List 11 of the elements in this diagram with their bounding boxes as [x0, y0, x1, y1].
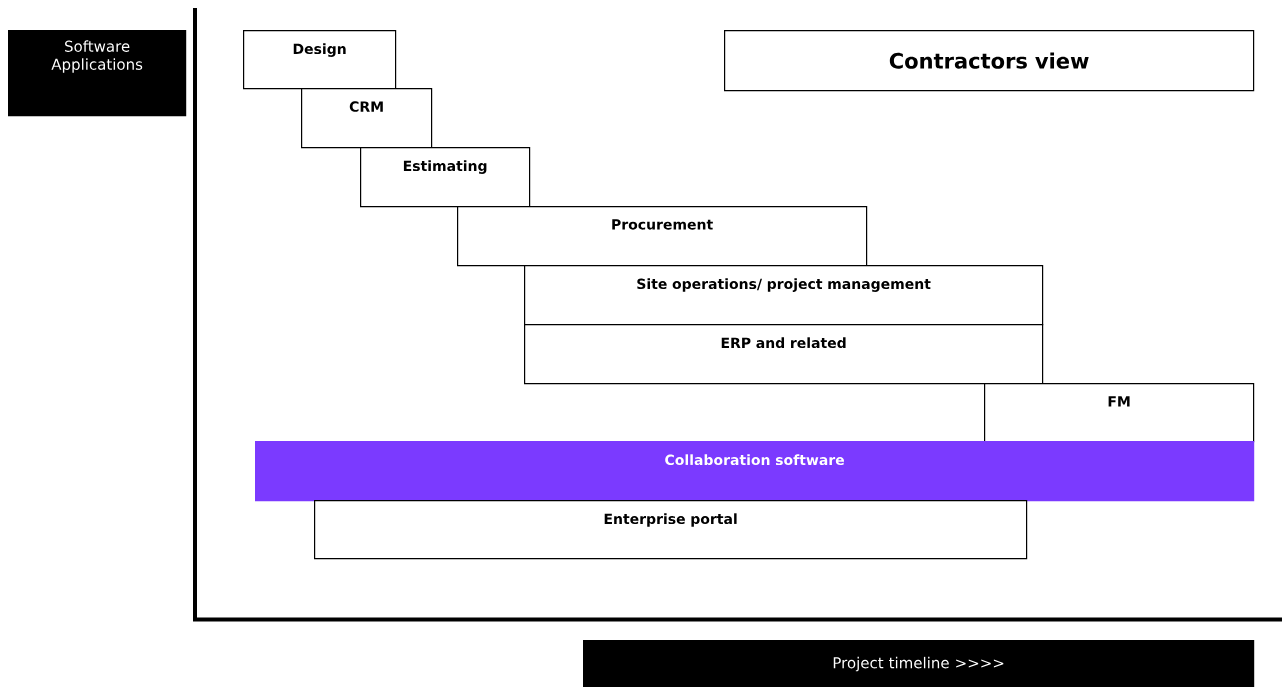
view-title-box: Contractors view: [724, 30, 1255, 92]
phase-box: Design: [243, 30, 397, 90]
phase-box: Enterprise portal: [314, 500, 1028, 560]
phase-box: ERP and related: [524, 324, 1044, 385]
axis-title-box: Project timeline >>>>: [583, 640, 1255, 687]
phase-box: Estimating: [360, 147, 531, 208]
phase-box: Site operations/ project management: [524, 265, 1044, 326]
axis-title-box: Software Applications: [8, 30, 187, 117]
phase-box: FM: [984, 383, 1255, 443]
phase-bar: Collaboration software: [255, 441, 1255, 502]
phase-box: CRM: [301, 88, 433, 149]
